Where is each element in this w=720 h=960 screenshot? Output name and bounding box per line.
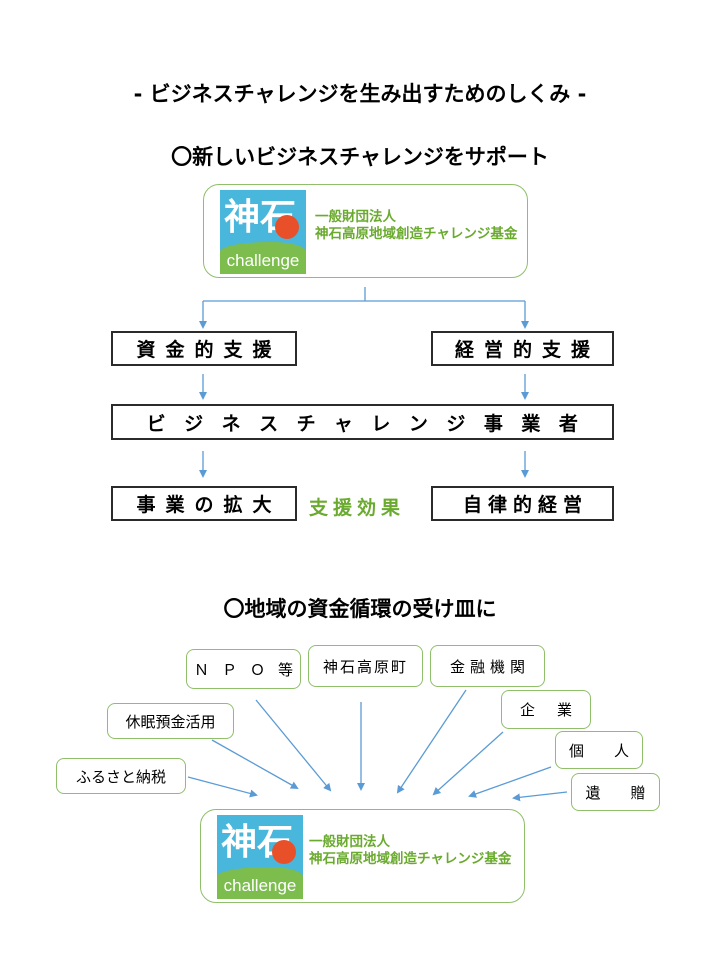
autonomous-management-box: 自律的経営	[431, 486, 614, 521]
org-box-bottom: 神石 challenge 一般財団法人 神石高原地域創造チャレンジ基金	[200, 809, 525, 903]
arrow-individual	[468, 766, 552, 798]
challenge-logo: 神石 challenge	[217, 815, 303, 899]
business-expansion-box: 事業の拡大	[111, 486, 297, 521]
logo-hill	[220, 242, 306, 274]
business-challenger-box: ビジネスチャレンジ事業者	[111, 404, 614, 440]
funding-support-box: 資金的支援	[111, 331, 297, 366]
arrow-bank	[396, 689, 467, 794]
arrow-company	[432, 731, 504, 796]
org-name-line1: 一般財団法人	[309, 834, 390, 850]
arrow-npo	[255, 699, 332, 792]
logo-sun	[272, 840, 296, 864]
source-dormant-deposits: 休眠預金活用	[107, 703, 234, 739]
support-effect-label: 支援効果	[309, 497, 406, 519]
page-title: - ビジネスチャレンジを生み出すためのしくみ -	[133, 82, 587, 106]
logo-sun	[275, 215, 299, 239]
org-name-line1: 一般財団法人	[315, 209, 396, 225]
org-name-line2: 神石高原地域創造チャレンジ基金	[309, 851, 512, 867]
challenge-logo: 神石 challenge	[220, 190, 306, 274]
section1-heading: 〇新しいビジネスチャレンジをサポート	[171, 145, 549, 169]
source-furusato-tax: ふるさと納税	[56, 758, 186, 794]
source-npo: ＮＰＯ等	[186, 649, 301, 689]
org-box-top: 神石 challenge 一般財団法人 神石高原地域創造チャレンジ基金	[203, 184, 528, 278]
org-name-line2: 神石高原地域創造チャレンジ基金	[315, 226, 518, 242]
source-company: 企業	[501, 690, 591, 729]
arrow-bequest	[512, 791, 568, 802]
source-bank: 金融機関	[430, 645, 545, 687]
logo-hill	[217, 867, 303, 899]
management-support-box: 経営的支援	[431, 331, 614, 366]
source-town: 神石高原町	[308, 645, 423, 687]
arrow-dormant	[211, 739, 299, 789]
arrow-furusato	[187, 776, 258, 798]
source-bequest: 遺贈	[571, 773, 660, 811]
source-individual: 個人	[555, 731, 643, 769]
section2-heading: 〇地域の資金循環の受け皿に	[223, 597, 497, 621]
logo-wordmark: challenge	[223, 876, 297, 895]
logo-wordmark: challenge	[226, 251, 300, 270]
